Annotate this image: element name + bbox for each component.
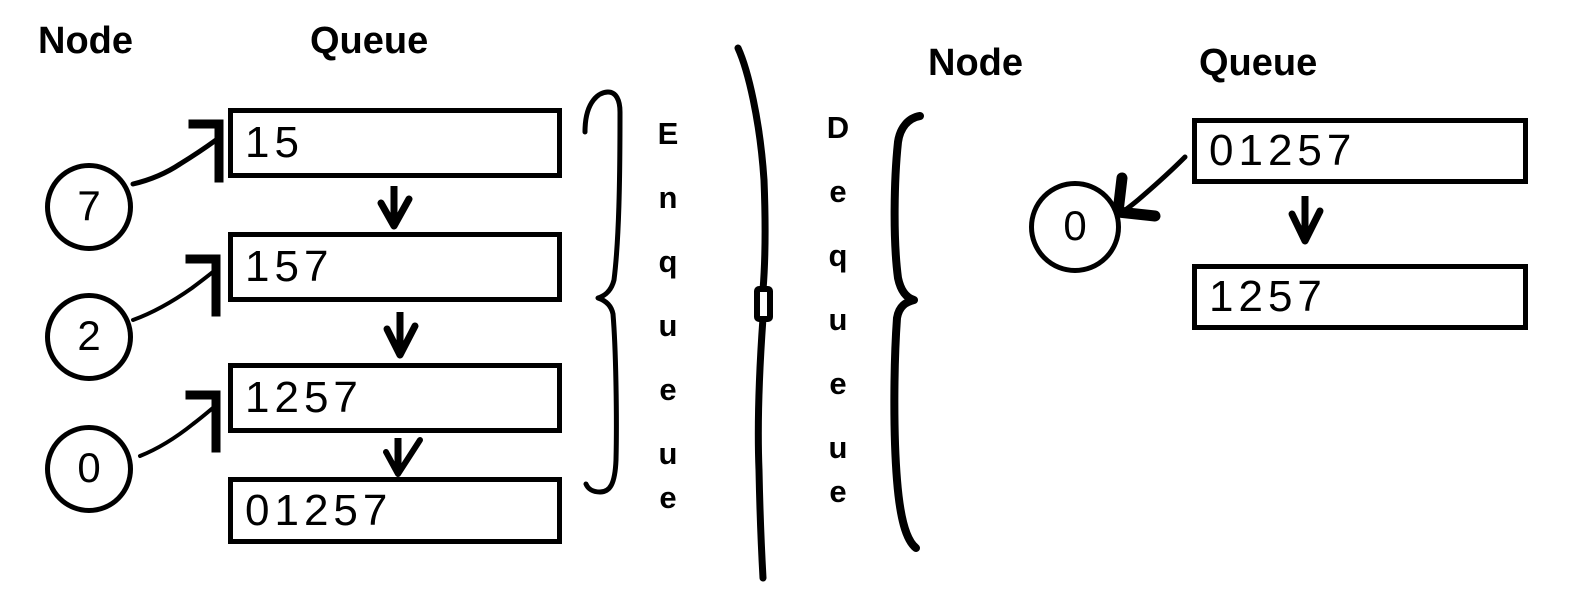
enqueue-letter-3: u [658,308,678,343]
node-value: 0 [77,444,101,491]
arrow-node7-to-queue1 [130,119,224,187]
queue-box-left-1[interactable]: 15 [228,108,562,178]
down-arrow-3 [383,437,423,477]
node-value: 2 [77,312,101,359]
dequeue-letter-6: e [829,474,847,509]
left-queue-heading: Queue [310,20,429,62]
queue-box-value: 01257 [245,485,393,535]
arrow-node2-to-queue2 [131,254,221,322]
dequeue-letter-3: u [828,302,848,337]
queue-box-left-2[interactable]: 157 [228,232,562,302]
node-circle-0[interactable]: 0 [45,425,133,513]
left-node-heading: Node [38,20,133,62]
dequeue-brace [890,112,924,552]
dequeue-letter-4: e [829,366,847,401]
queue-box-value: 1257 [1209,272,1327,321]
enqueue-letter-2: q [658,244,678,279]
arrow-node0-to-queue3 [138,390,221,458]
enqueue-brace [582,89,623,495]
vertical-divider [734,44,773,582]
node-value: 0 [1063,202,1087,249]
enqueue-letter-6: e [659,480,677,515]
queue-box-right-1[interactable]: 01257 [1192,118,1528,184]
node-circle-7[interactable]: 7 [45,163,133,251]
dequeue-letter-1: e [829,174,847,209]
dequeue-letter-5: u [828,430,848,465]
node-circle-0-right[interactable]: 0 [1029,181,1121,273]
node-circle-2[interactable]: 2 [45,293,133,381]
node-value: 7 [77,182,101,229]
down-arrow-2 [383,312,419,359]
right-node-heading: Node [928,42,1023,84]
queue-box-left-3[interactable]: 1257 [228,363,562,433]
arrow-queue-to-node0 [1112,154,1188,222]
enqueue-letter-5: u [658,436,678,471]
right-queue-heading: Queue [1199,42,1318,84]
enqueue-letter-4: e [659,372,677,407]
queue-box-left-4[interactable]: 01257 [228,477,562,544]
down-arrow-1 [377,186,413,230]
queue-box-right-2[interactable]: 1257 [1192,264,1528,330]
queue-box-value: 01257 [1209,126,1357,175]
dequeue-letter-0: D [826,110,850,145]
queue-box-value: 157 [245,242,334,291]
queue-box-value: 1257 [245,373,363,422]
enqueue-letter-1: n [658,180,678,215]
queue-box-value: 15 [245,118,304,167]
enqueue-letter-0: E [657,116,679,151]
down-arrow-right-1 [1288,196,1324,245]
dequeue-letter-2: q [828,238,848,273]
